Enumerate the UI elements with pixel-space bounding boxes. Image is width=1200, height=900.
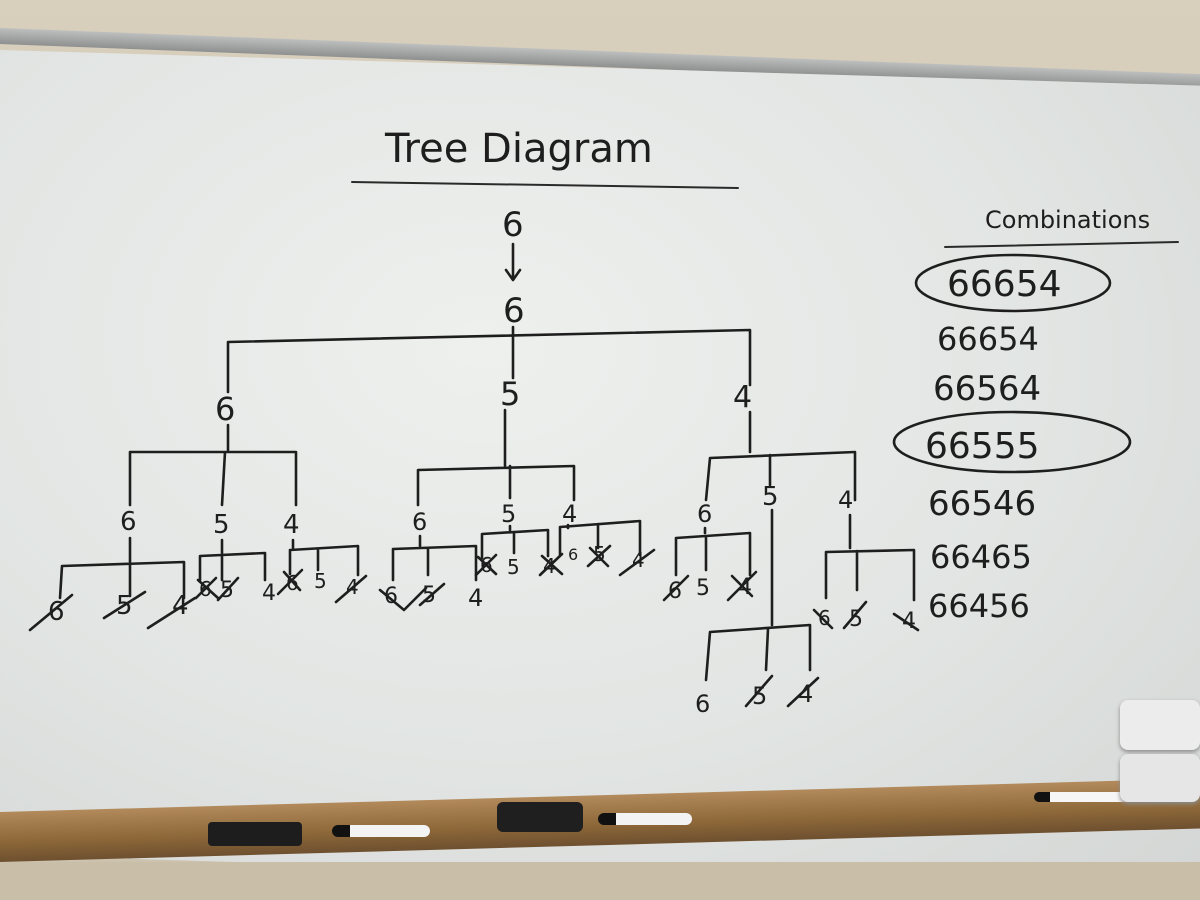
- marker: [332, 825, 430, 837]
- crossout: [662, 570, 758, 602]
- eraser: [497, 802, 583, 832]
- second-node: 6: [503, 291, 525, 331]
- l2-node: 5: [762, 482, 779, 512]
- leaf-node: 6: [695, 690, 710, 718]
- leaf-node: 5: [696, 576, 710, 601]
- crossout: [744, 674, 820, 708]
- level3-connector: [198, 538, 267, 582]
- l2-node: 5: [213, 510, 230, 540]
- crossout: [378, 582, 446, 612]
- wall-dispenser: [1120, 754, 1200, 802]
- combination-item: 66654: [937, 320, 1039, 358]
- diagram-title: Tree Diagram: [384, 126, 653, 172]
- marker: [1034, 792, 1140, 802]
- leaf-node: 5: [507, 555, 520, 579]
- combination-item: 66555: [925, 426, 1040, 467]
- l2-node: 4: [838, 486, 853, 514]
- crossout: [474, 552, 564, 577]
- leaf-node: 5: [849, 607, 863, 632]
- l2-node: 4: [562, 500, 577, 528]
- crossout: [276, 568, 368, 604]
- leaf-node: 4: [468, 584, 483, 612]
- l3-group: 6 5 4: [662, 570, 758, 604]
- level3-connector: [674, 526, 752, 577]
- level3-connector: [288, 538, 360, 577]
- level3-connector: [824, 513, 916, 602]
- level3-connector: [558, 519, 642, 557]
- l2-node: 5: [501, 500, 516, 528]
- leaf-node: 5: [314, 569, 327, 593]
- branch-connector-6: [128, 423, 298, 507]
- circle-mark: [892, 410, 1132, 474]
- l3-group: 6 5 4: [194, 576, 276, 606]
- l2-node: 4: [283, 510, 300, 540]
- title-underline: [351, 181, 739, 189]
- l3-group: 6 5 4: [474, 552, 564, 579]
- combination-item: 66564: [933, 369, 1041, 409]
- l2-node: 6: [412, 508, 427, 536]
- wall-below: [0, 862, 1200, 900]
- level3-connector: [391, 534, 478, 582]
- l3-group: 6 5 4: [378, 582, 483, 612]
- wall-dispenser: [1120, 700, 1200, 750]
- level4-connector: [704, 623, 812, 682]
- l3-group: 6 5 4: [812, 600, 920, 634]
- l1-node-6: 6: [215, 390, 235, 428]
- combinations-heading: Combinations: [985, 206, 1150, 234]
- l2-node: 6: [120, 507, 137, 537]
- l1-node-5: 5: [500, 375, 520, 413]
- combination-item: 66456: [928, 587, 1030, 625]
- root-node: 6: [502, 205, 524, 245]
- l2-node: 6: [697, 500, 712, 528]
- crossout: [194, 576, 240, 602]
- crossout: [586, 544, 656, 577]
- crossout: [812, 600, 920, 632]
- root-arrow: [504, 242, 522, 282]
- combinations-underline: [944, 241, 1179, 248]
- level3-connector: [58, 536, 186, 600]
- level3-connector: [480, 524, 550, 560]
- leaf-node: 4: [262, 581, 276, 606]
- circle-mark: [914, 253, 1112, 313]
- l3-group: 6 5 4: [568, 542, 656, 577]
- l3-group: 6 5 4: [276, 568, 368, 604]
- combination-item: 66654: [947, 264, 1062, 305]
- l1-node-4: 4: [733, 380, 752, 415]
- branch-connector-4: [704, 410, 857, 502]
- l3-group: 6 5 4: [28, 590, 197, 632]
- combination-item: 66546: [928, 484, 1036, 524]
- marker: [598, 813, 692, 825]
- crossout: [28, 590, 197, 632]
- eraser: [208, 822, 302, 846]
- leaf-node: 5: [752, 682, 767, 710]
- leaf-node: 6: [568, 545, 578, 564]
- combination-item: 66465: [930, 538, 1032, 576]
- level1-connector: [226, 325, 752, 394]
- branch-connector-5: [416, 408, 576, 507]
